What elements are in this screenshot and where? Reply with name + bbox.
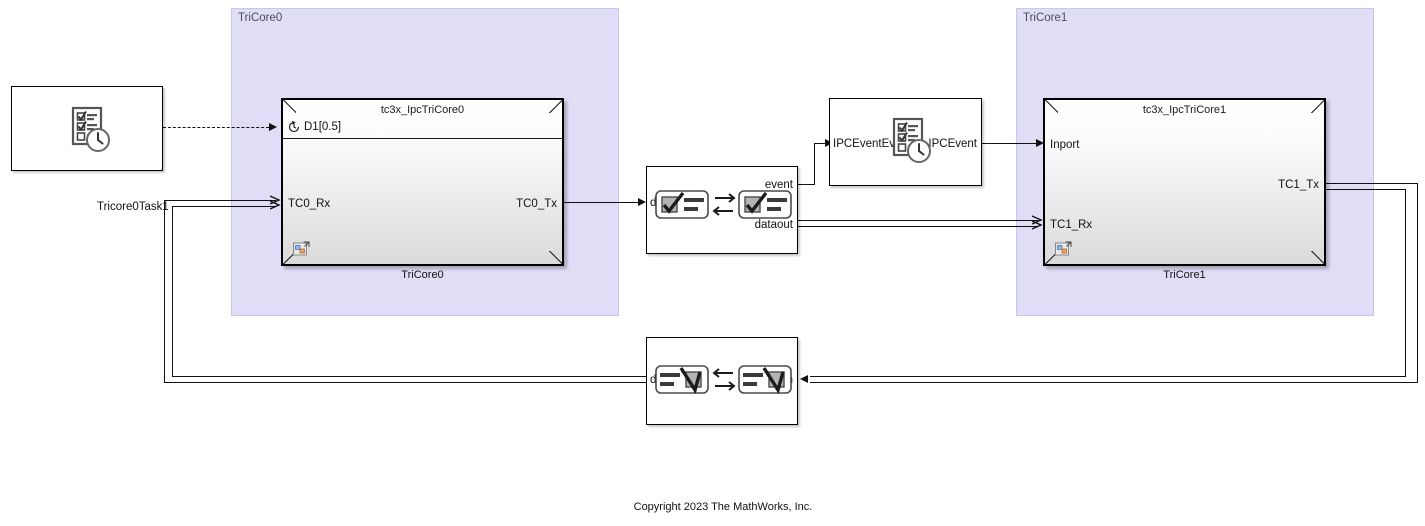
tricore0-task1-port-label: Tricore0Task1 [97, 201, 169, 213]
wire-tc0tx-to-ipc [564, 202, 639, 203]
timer-icon [288, 121, 300, 133]
model-tricore1-inport-inport: Inport [1050, 139, 1080, 151]
arrow-bus-tc1rx [1032, 215, 1043, 231]
ipc-checklist-exchange-icon [655, 185, 792, 225]
wire-tc1tx-seg2-b [1405, 189, 1406, 377]
model-tricore0-title: tc3x_IpcTriCore0 [380, 104, 465, 116]
wire-bottom-dataout-seg2-b [172, 206, 173, 376]
model-tricore1-caption: TriCore1 [1163, 269, 1206, 281]
arrow-task-to-tricore0 [269, 122, 277, 131]
wire-ipc-event-seg1 [798, 184, 814, 185]
wire-bottom-dataout-seg3-b [172, 206, 276, 207]
block-ipc-bottom[interactable]: dataout datain [646, 337, 798, 425]
wire-ipc-event-seg2 [814, 143, 815, 185]
block-model-tricore0[interactable]: tc3x_IpcTriCore0 D1[0.5] TC0_Rx TC0_Tx [281, 98, 564, 266]
model-tricore0-caption: TriCore0 [401, 269, 444, 281]
model-tricore1-inport-tc1rx: TC1_Rx [1050, 219, 1093, 231]
arrow-tc0tx-to-ipc [638, 197, 646, 206]
block-tricore0-task1[interactable]: Tricore0Task1 [11, 86, 169, 213]
wire-bottom-dataout-seg2-a [164, 200, 165, 382]
wire-tc1tx-seg2-a [1417, 183, 1418, 383]
task-clock-icon [65, 104, 117, 156]
corner-bottom-right-icon [549, 251, 562, 264]
model-tricore0-inport-tc0rx: TC0_Rx [288, 198, 331, 210]
model-tricore0-outport-tc0tx: TC0_Tx [516, 198, 557, 210]
corner-bottom-right-icon [1311, 251, 1324, 264]
area-tricore1-label: TriCore1 [1023, 12, 1068, 24]
copyright-text: Copyright 2023 The MathWorks, Inc. [633, 501, 813, 513]
ipc-top-outport-dataout: dataout [754, 219, 793, 231]
wire-ipcevent-to-inport [982, 143, 1038, 144]
wire-task-to-tricore0 [163, 127, 269, 128]
ipc-top-outport-event: event [764, 179, 793, 191]
block-ipc-top[interactable]: datain event dataout [646, 166, 798, 254]
wire-dataout-to-tc1rx-a [798, 220, 1038, 221]
model-tricore1-outport-tc1tx: TC1_Tx [1278, 179, 1319, 191]
wire-tc1tx-seg1-b [1326, 189, 1406, 190]
arrow-bottomipc-datain [800, 374, 808, 383]
wire-tc1tx-seg3-b [810, 376, 1406, 377]
wire-ipc-event-seg3 [814, 143, 828, 144]
model-tricore0-trigger-label: D1[0.5] [304, 121, 342, 133]
block-model-tricore1[interactable]: tc3x_IpcTriCore1 Inport TC1_Rx TC1_Tx [1043, 98, 1326, 266]
arrow-ipcevent-to-inport [1036, 138, 1044, 147]
model-tricore1-title: tc3x_IpcTriCore1 [1142, 104, 1227, 116]
model-reference-icon [1055, 241, 1072, 257]
ipc-event-outport-label: IPCEvent [928, 138, 977, 150]
model-tricore0-divider [283, 138, 562, 139]
model-reference-icon [293, 241, 310, 257]
area-tricore0-label: TriCore0 [238, 12, 283, 24]
model-tricore0-trigger: D1[0.5] [288, 121, 341, 133]
wire-bottom-dataout-seg3-a [164, 200, 276, 201]
block-ipc-event[interactable]: IPCEventEvent IPCEvent [829, 98, 982, 186]
wire-bottom-dataout-seg1-b [172, 376, 646, 377]
wire-tc1tx-seg1-a [1326, 183, 1418, 184]
wire-bottom-dataout-seg1-a [164, 382, 646, 383]
wire-dataout-to-tc1rx-b [798, 226, 1038, 227]
ipc-event-inport-label: IPCEventEvent [833, 138, 911, 150]
wire-tc1tx-seg3-a [810, 382, 1418, 383]
arrow-bus-tc0rx [270, 195, 281, 211]
ipc-checklist-exchange-mirrored-icon [655, 360, 792, 400]
task-clock-icon [886, 115, 938, 167]
